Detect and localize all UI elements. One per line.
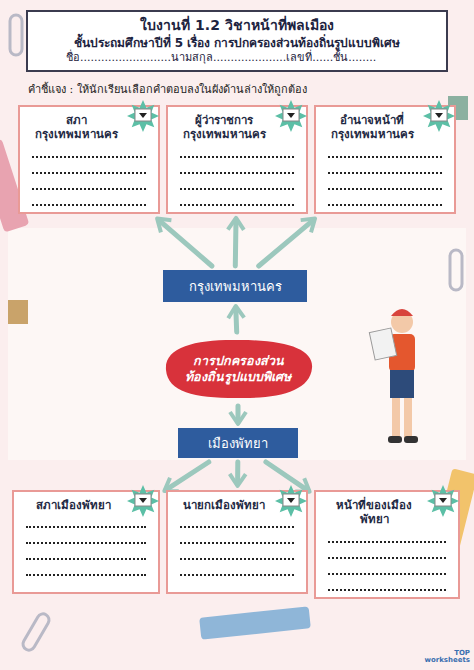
node-label: การปกครองส่วน ท้องถิ่นรูปแบบพิเศษ <box>180 353 296 386</box>
connector-arrow <box>159 220 212 266</box>
dotted-answer-line <box>32 142 146 158</box>
answer-box: ผู้ว่าราชการ กรุงเทพมหานคร <box>166 105 308 214</box>
dropdown-arrow <box>439 498 447 503</box>
star-shape <box>127 485 159 517</box>
node-label: อำนาจหน้าที่ กรุงเทพมหานคร <box>324 113 446 142</box>
answer-box: หน้าที่ของเมืองพัทยา <box>314 490 460 599</box>
title-band: กรุงเทพมหานคร <box>163 270 307 302</box>
dropdown-box <box>435 494 451 506</box>
node-label: สภาเมืองพัทยา <box>22 498 150 512</box>
connector-arrow <box>233 220 239 266</box>
dropdown-box <box>283 494 299 506</box>
node-label: ผู้ว่าราชการ กรุงเทพมหานคร <box>176 113 298 142</box>
dotted-answer-line <box>328 190 442 206</box>
dotted-answer-line <box>180 560 294 576</box>
dotted-answer-line <box>26 512 146 528</box>
pencil <box>0 139 474 640</box>
title-band: เมืองพัทยา <box>178 428 298 458</box>
star-shape <box>275 100 307 132</box>
node-label: นายกเมืองพัทยา <box>176 498 298 512</box>
star-badge <box>274 99 308 133</box>
star-badge <box>274 484 308 518</box>
node-label: หน้าที่ของเมืองพัทยา <box>324 498 450 527</box>
dotted-answer-line <box>328 575 446 591</box>
star-badge <box>126 484 160 518</box>
dotted-answer-line <box>180 528 294 544</box>
node-label: เมืองพัทยา <box>208 433 268 454</box>
dotted-answer-line <box>32 190 146 206</box>
connector-arrow <box>235 462 240 484</box>
dotted-answer-line <box>180 544 294 560</box>
dropdown-arrow <box>139 498 147 503</box>
dotted-answer-line <box>180 142 294 158</box>
answer-box: สภากรุงเทพมหานคร <box>18 105 160 214</box>
dropdown-box <box>135 494 151 506</box>
dropdown-box <box>283 109 299 121</box>
answer-box: นายกเมืองพัทยา <box>166 490 308 594</box>
dotted-answer-line <box>328 559 446 575</box>
boy-figure <box>369 309 418 443</box>
star-shape <box>127 100 159 132</box>
node-label: กรุงเทพมหานคร <box>189 276 282 297</box>
dropdown-arrow <box>435 113 443 118</box>
worksheet-header: ใบงานที่ 1.2 วิชาหน้าที่พลเมืองชั้นประถม… <box>26 10 448 72</box>
dotted-answer-line <box>328 174 442 190</box>
dotted-answer-line <box>180 158 294 174</box>
dropdown-box <box>431 109 447 121</box>
connector-arrow <box>166 462 209 490</box>
connector-arrow <box>233 308 239 332</box>
paper-clip <box>10 15 462 652</box>
dotted-answer-line <box>26 528 146 544</box>
connector-arrow <box>236 406 241 422</box>
center-ellipse: การปกครองส่วน ท้องถิ่นรูปแบบพิเศษ <box>158 336 318 402</box>
dropdown-arrow <box>287 498 295 503</box>
node-label: สภากรุงเทพมหานคร <box>28 113 150 142</box>
star-badge <box>426 484 460 518</box>
dotted-answer-line <box>180 190 294 206</box>
dotted-answer-line <box>328 527 446 543</box>
star-shape <box>427 485 459 517</box>
name-line: ชื่อ..........................นามสกุล...… <box>36 51 438 66</box>
dotted-answer-line <box>328 543 446 559</box>
dotted-answer-line <box>32 174 146 190</box>
dotted-answer-line <box>180 174 294 190</box>
dotted-answer-line <box>328 142 442 158</box>
dropdown-arrow <box>139 113 147 118</box>
dropdown-arrow <box>287 113 295 118</box>
star-badge <box>126 99 160 133</box>
connector-arrow <box>259 220 314 266</box>
answer-box: อำนาจหน้าที่ กรุงเทพมหานคร <box>314 105 456 214</box>
dropdown-box <box>135 109 151 121</box>
dotted-answer-line <box>328 158 442 174</box>
binder-clip <box>8 96 468 324</box>
watermark: TOP worksheets <box>420 650 470 664</box>
star-badge <box>422 99 456 133</box>
dotted-answer-line <box>180 512 294 528</box>
dotted-answer-line <box>26 544 146 560</box>
connector-arrow <box>266 462 308 491</box>
dotted-answer-line <box>26 560 146 576</box>
ellipse-outline <box>166 340 312 398</box>
dotted-answer-line <box>32 158 146 174</box>
star-shape <box>423 100 455 132</box>
answer-box: สภาเมืองพัทยา <box>12 490 160 594</box>
worksheet-subtitle: ชั้นประถมศึกษาปีที่ 5 เรื่อง การปกครองส่… <box>36 35 438 51</box>
instruction-note: คำชี้แจง : ให้นักเรียนเลือกคำตอบลงในผังด… <box>28 80 458 98</box>
worksheet-title: ใบงานที่ 1.2 วิชาหน้าที่พลเมือง <box>36 16 438 35</box>
star-shape <box>275 485 307 517</box>
